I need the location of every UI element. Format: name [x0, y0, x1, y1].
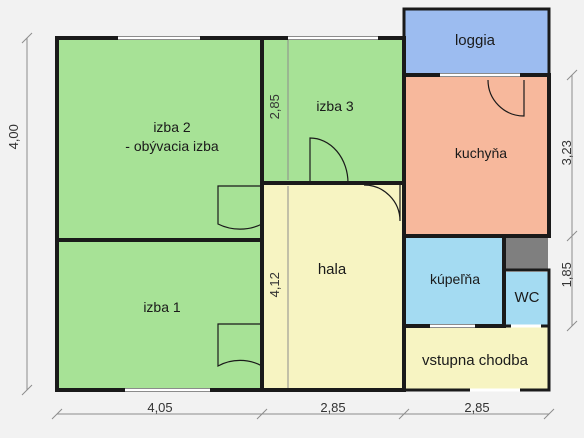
dim-bottom-tick-2: [256, 408, 268, 420]
label-izba1: izba 1: [143, 299, 181, 315]
door-izba2: [217, 185, 263, 230]
label-loggia: loggia: [454, 32, 496, 49]
room-kuchyna-fill: [404, 75, 549, 236]
room-hala-fill: [262, 183, 404, 390]
door-hala-kuchyna: [363, 184, 401, 222]
label-hala: hala: [317, 261, 347, 278]
shaft-fill: [506, 238, 548, 270]
label-wc: WC: [514, 289, 540, 306]
label-vstupna-chodba: vstupna chodba: [422, 352, 528, 369]
dim-bottom-mid: 2,85: [320, 400, 346, 415]
dim-hala-height: 4,12: [267, 272, 283, 298]
room-izba1-fill: [57, 240, 262, 390]
dim-left-tick-bottom: [21, 384, 33, 396]
dim-right-tick-2: [566, 230, 578, 242]
dim-right-tick-3: [566, 320, 578, 332]
dimension-lines: [21, 32, 578, 420]
room-loggia-fill: [404, 9, 549, 75]
room-izba2-fill: [57, 38, 262, 240]
dim-left-height: 4,00: [6, 124, 22, 150]
label-izba2-line2: - obývacia izba: [125, 137, 219, 154]
label-izba2: izba 2 - obývacia izba: [97, 118, 247, 156]
room-vstupna-chodba-fill: [404, 326, 549, 390]
dim-bottom-left: 4,05: [147, 400, 173, 415]
room-wc-fill: [506, 272, 548, 326]
room-kupelna-fill: [404, 236, 504, 326]
label-izba2-line1: izba 2: [153, 119, 191, 135]
doors: [217, 79, 525, 368]
door-izba1: [217, 323, 263, 368]
dim-izba3-height: 2,85: [267, 94, 283, 120]
dim-right-tick-1: [566, 69, 578, 81]
windows: [118, 36, 541, 392]
dim-bottom-tick-1: [51, 408, 63, 420]
dim-left-tick-top: [21, 32, 33, 44]
label-izba3: izba 3: [316, 98, 354, 114]
door-kuchyna: [487, 79, 525, 117]
dim-bottom-tick-4: [543, 408, 555, 420]
label-kupelna: kúpeľňa: [429, 271, 480, 287]
dim-bottom-tick-3: [398, 408, 410, 420]
dim-bottom-right: 2,85: [464, 400, 490, 415]
label-kuchyna: kuchyňa: [454, 145, 508, 161]
dim-right-lower: 1,85: [559, 262, 575, 288]
door-izba3: [309, 137, 349, 184]
dim-right-upper: 3,23: [559, 140, 575, 166]
room-izba3-fill: [262, 38, 404, 183]
